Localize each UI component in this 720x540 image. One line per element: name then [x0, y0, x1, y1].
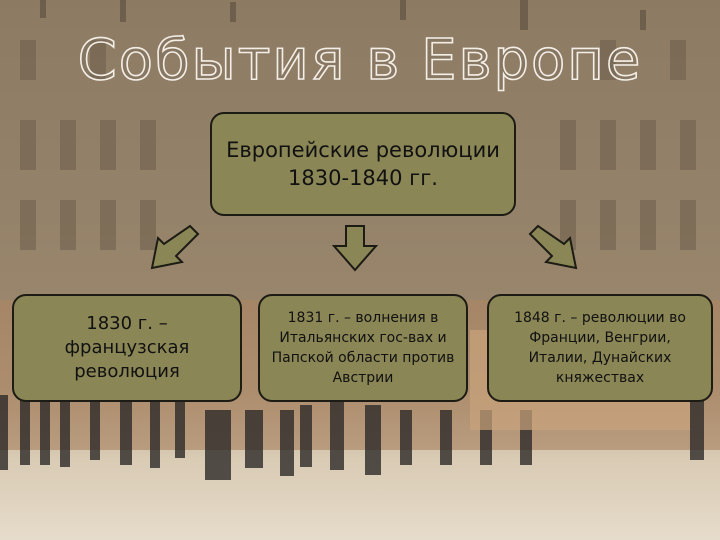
branch-box-1831: 1831 г. – волнения в Итальянских гос-вах…: [258, 294, 468, 402]
arrow-down-icon: [331, 225, 379, 272]
central-topic-label: Европейские революции 1830-1840 гг.: [226, 138, 500, 190]
branch-label: 1830 г. – французская революция: [64, 313, 190, 382]
branch-box-1848: 1848 г. – революции во Франции, Венгрии,…: [487, 294, 713, 402]
branch-label: 1848 г. – революции во Франции, Венгрии,…: [514, 310, 686, 386]
arrow-down-left-icon: [150, 224, 200, 270]
branch-label: 1831 г. – волнения в Итальянских гос-вах…: [271, 310, 455, 386]
arrow-down-right-icon: [528, 224, 578, 270]
page-title: События в Европе: [77, 27, 643, 94]
central-topic-box: Европейские революции 1830-1840 гг.: [210, 112, 516, 216]
branch-box-1830: 1830 г. – французская революция: [12, 294, 242, 402]
